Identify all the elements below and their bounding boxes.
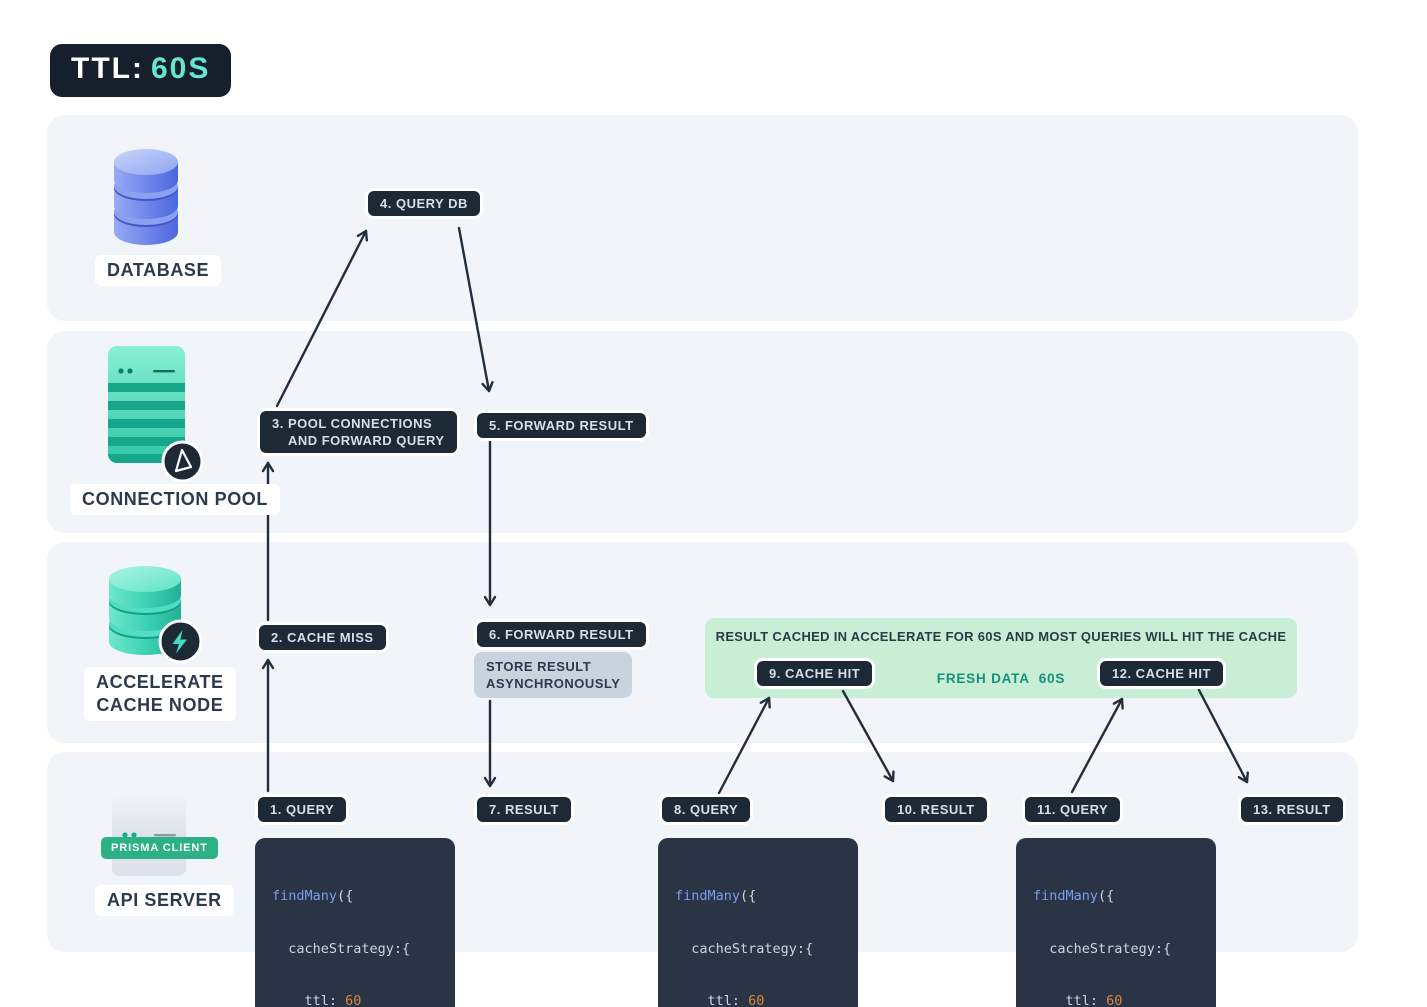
step-6-forward-result: 6. FORWARD RESULT (474, 619, 649, 650)
step-2-cache-miss: 2. CACHE MISS (256, 622, 389, 653)
code-fn: findMany (272, 888, 338, 904)
code-line: cacheStrategy:{ (675, 940, 814, 957)
code-line: findMany({ (1033, 888, 1199, 906)
code-line: ttl: 60 (272, 993, 438, 1007)
code-snippet-1: findMany({ cacheStrategy:{ ttl: 60 } }) (255, 838, 455, 1007)
code-open: ({ (337, 888, 354, 904)
code-ttl-value: 60 (345, 993, 362, 1007)
fresh-data-label: FRESH DATA 60S (705, 671, 1297, 686)
code-open: ({ (1098, 888, 1115, 904)
store-result-note: STORE RESULT ASYNCHRONOUSLY (474, 652, 633, 698)
api-server-icon (112, 788, 186, 876)
lane-database (47, 115, 1358, 321)
accelerate-cache-node-label: ACCELERATE CACHE NODE (84, 667, 236, 721)
code-line: findMany({ (675, 888, 841, 906)
code-ttl-value: 60 (748, 993, 765, 1007)
code-fn: findMany (675, 888, 741, 904)
ttl-badge: TTL:60S (50, 44, 232, 97)
code-snippet-2: findMany({ cacheStrategy:{ ttl: 60 } }) (658, 838, 858, 1007)
step-3-pool-connections: 3. POOL CONNECTIONS AND FORWARD QUERY (257, 408, 460, 456)
step-13-result: 13. RESULT (1238, 794, 1346, 825)
step-9-cache-hit: 9. CACHE HIT (754, 658, 876, 689)
code-ttl-key: ttl: (1033, 993, 1107, 1007)
cache-node-icon (109, 566, 181, 655)
database-label: DATABASE (95, 255, 222, 286)
code-fn: findMany (1033, 888, 1099, 904)
code-ttl-key: ttl: (675, 993, 749, 1007)
cache-banner-title: RESULT CACHED IN ACCELERATE FOR 60S AND … (715, 629, 1287, 644)
code-open: ({ (740, 888, 757, 904)
ttl-value: 60S (150, 52, 211, 85)
database-icon (114, 149, 178, 245)
step-12-cache-hit: 12. CACHE HIT (1097, 658, 1226, 689)
code-line: findMany({ (272, 888, 438, 906)
step-4-query-db: 4. QUERY DB (365, 188, 483, 219)
lightning-icon (158, 619, 203, 664)
step-5-forward-result: 5. FORWARD RESULT (474, 410, 649, 441)
step-7-result: 7. RESULT (474, 794, 574, 825)
step-1-query: 1. QUERY (255, 794, 350, 825)
code-line: cacheStrategy:{ (1033, 940, 1172, 957)
api-server-label: API SERVER (95, 885, 234, 916)
code-snippet-3: findMany({ cacheStrategy:{ ttl: 60 } }) (1016, 838, 1216, 1007)
code-line: cacheStrategy:{ (272, 940, 411, 957)
code-ttl-key: ttl: (272, 993, 346, 1007)
prisma-client-badge: PRISMA CLIENT (101, 837, 218, 859)
connection-pool-label: CONNECTION POOL (70, 484, 281, 515)
prisma-logo-icon (161, 440, 204, 483)
step-11-query: 11. QUERY (1022, 794, 1124, 825)
code-line: ttl: 60 (675, 993, 841, 1007)
ttl-label: TTL: (71, 52, 144, 85)
code-line: ttl: 60 (1033, 993, 1199, 1007)
fresh-data-value: 60S (1038, 671, 1066, 686)
step-8-query: 8. QUERY (659, 794, 754, 825)
step-10-result: 10. RESULT (882, 794, 990, 825)
connection-pool-server-icon (108, 346, 185, 463)
fresh-data-text: FRESH DATA (936, 671, 1030, 686)
code-ttl-value: 60 (1106, 993, 1123, 1007)
